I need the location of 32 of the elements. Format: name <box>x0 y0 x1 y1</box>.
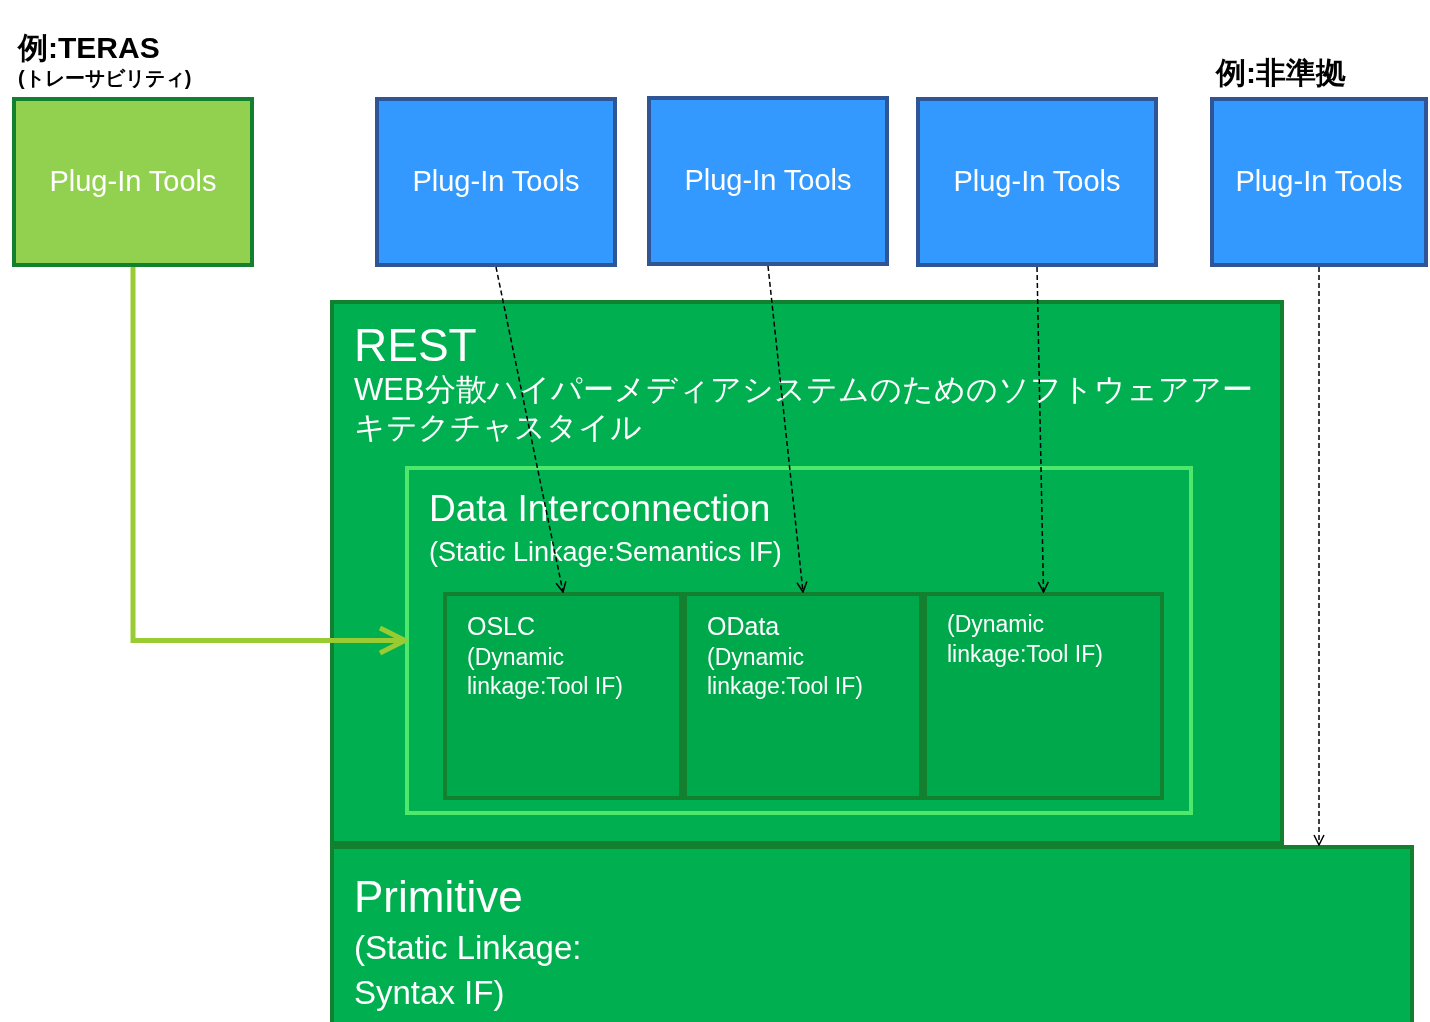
layer-subtitle: (Static Linkage:Semantics IF) <box>429 536 782 570</box>
protocol-title: OData <box>707 611 781 642</box>
tool-label: Plug-In Tools <box>953 164 1121 200</box>
tool-label: Plug-In Tools <box>1235 164 1403 200</box>
layer-box <box>330 845 1414 1022</box>
protocol-title: OSLC <box>467 611 537 642</box>
arrow <box>495 266 567 593</box>
layer-title: Primitive <box>354 871 524 923</box>
tool-box <box>375 97 617 267</box>
example-heading: (トレーサビリティ) <box>18 66 192 91</box>
example-heading: 例:TERAS <box>18 29 161 66</box>
tool-label: Plug-In Tools <box>49 164 217 200</box>
layer-title: REST <box>354 320 478 371</box>
arrow <box>130 267 408 656</box>
protocol-description: (Dynamic linkage:Tool IF) <box>707 642 864 702</box>
protocol-box <box>923 592 1164 800</box>
arrow <box>1036 266 1050 593</box>
tool-box <box>647 96 889 266</box>
layer-title: Data Interconnection <box>429 487 772 531</box>
layer-description: WEB分散ハイパーメディアシステムのためのソフトウェアアーキテクチャスタイル <box>354 370 1254 448</box>
protocol-box <box>443 592 683 800</box>
layer-box <box>405 466 1193 815</box>
example-heading: 例:非準拠 <box>1216 54 1346 91</box>
tool-box <box>916 97 1158 267</box>
tool-label: Plug-In Tools <box>412 164 580 200</box>
arrow <box>1313 266 1325 846</box>
tool-label: Plug-In Tools <box>684 163 852 199</box>
protocol-description: (Dynamic linkage:Tool IF) <box>947 610 1104 669</box>
protocol-description: (Dynamic linkage:Tool IF) <box>467 642 624 702</box>
layer-box <box>330 300 1284 845</box>
arrow <box>767 265 808 593</box>
layer-subtitle: (Static Linkage: Syntax IF) <box>354 928 583 1013</box>
